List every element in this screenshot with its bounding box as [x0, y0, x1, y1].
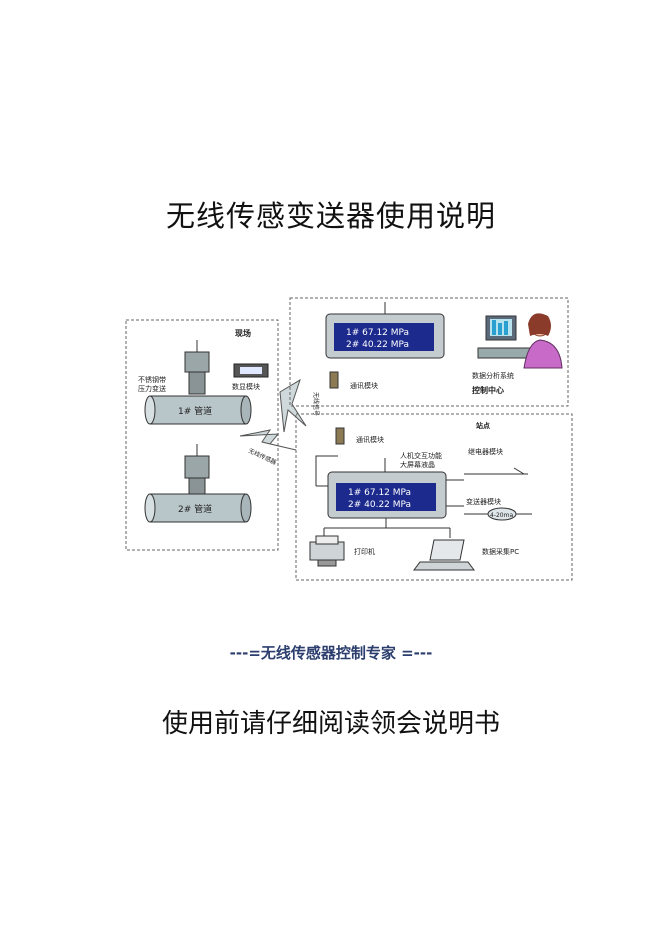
comm-module-top-icon: [329, 371, 339, 389]
lcd-bottom-line-1: 1# 67.12 MPa: [348, 488, 411, 498]
pipe-2-label: 2# 管道: [178, 503, 212, 515]
function-label: 人机交互功能大屏幕液晶: [400, 451, 442, 469]
station-label: 站点: [476, 421, 490, 430]
control-center-box: [289, 297, 569, 407]
pc-label: 数据采集PC: [482, 547, 519, 556]
operator-computer-icon: [477, 313, 563, 369]
pipe-2: [144, 493, 252, 523]
transmitter-1: [184, 340, 210, 395]
connector-comm: [315, 455, 338, 486]
printer-label: 打印机: [354, 547, 375, 556]
wireless-signal-1: [239, 429, 297, 451]
lcd-bottom-line-2: 2# 40.22 MPa: [348, 500, 411, 510]
transmitter-label: 不锈钢带压力变送: [138, 375, 166, 393]
document-title: 无线传感变送器使用说明: [165, 199, 496, 233]
lcd-top-line-2: 2# 40.22 MPa: [346, 340, 409, 350]
control-center-label: 控制中心: [472, 385, 504, 395]
lcd-top-line-1: 1# 67.12 MPa: [346, 328, 409, 338]
document-subtitle: 使用前请仔细阅读领会说明书: [161, 709, 500, 739]
current-label: 4-20ma: [490, 512, 513, 519]
wireless-label-2: 无线信号: [312, 392, 320, 416]
lcd-display-top: [325, 302, 445, 359]
station-box: [295, 413, 573, 581]
pipe-1-label: 1# 管道: [178, 405, 212, 417]
comm-module-mid-label: 通讯模块: [356, 435, 384, 444]
system-diagram: 现场 不锈钢带压力变送 数显模块 1# 管道 2# 管道 无线传感器 无线信号 …: [125, 297, 573, 581]
site-box: [125, 319, 279, 551]
laptop-icon: [413, 539, 475, 571]
pipe-1: [144, 395, 252, 425]
analysis-label: 数据分析系统: [472, 371, 514, 380]
relay-label: 继电器模块: [468, 447, 503, 456]
tagline: ---=无线传感器控制专家 =---: [229, 644, 433, 662]
wireless-label: 无线传感器: [247, 447, 278, 467]
printer-icon: [309, 535, 345, 567]
analog-label: 变送器模块: [466, 497, 501, 506]
comm-module-top-label: 通讯模块: [350, 381, 378, 390]
site-label: 现场: [235, 328, 251, 338]
comm-module-mid-icon: [335, 427, 345, 445]
display-module-label: 数显模块: [232, 382, 260, 391]
transmitter-2: [184, 444, 210, 497]
lcd-display-bottom: [327, 458, 447, 519]
